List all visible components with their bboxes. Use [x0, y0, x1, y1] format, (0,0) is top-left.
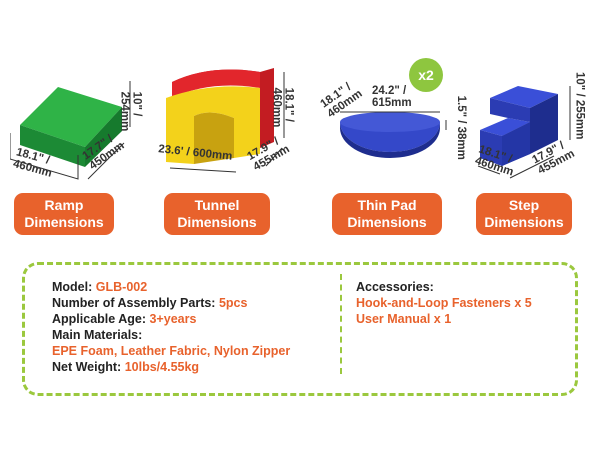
- ramp-height-label: 10" /254mm: [118, 91, 143, 132]
- materials-label: Main Materials:: [52, 328, 143, 342]
- ramp-illustration: [10, 81, 131, 180]
- accessory-item: Hook-and-Loop Fasteners x 5: [356, 296, 532, 310]
- accessories-label: Accessories:: [356, 280, 434, 294]
- parts-row: Number of Assembly Parts: 5pcs: [52, 296, 248, 310]
- tunnel-illustration: [166, 68, 285, 173]
- quantity-badge: x2: [409, 58, 443, 92]
- step-height-label: 10" / 255mm: [573, 72, 586, 140]
- thin-pad-illustration: [340, 111, 447, 158]
- thin-pad-thickness-label: 1.5" / 38mm: [454, 95, 467, 160]
- materials-value: EPE Foam, Leather Fabric, Nylon Zipper: [52, 344, 291, 358]
- tunnel-height-label: 18.1" /460mm: [270, 87, 295, 128]
- thin-pad-diameter-label: 24.2" /615mm: [372, 85, 412, 109]
- step-illustration: [477, 86, 571, 179]
- weight-row: Net Weight: 10lbs/4.55kg: [52, 360, 200, 374]
- specifications-panel: [22, 262, 578, 396]
- specs-divider: [340, 274, 342, 374]
- age-row: Applicable Age: 3+years: [52, 312, 197, 326]
- accessory-item: User Manual x 1: [356, 312, 452, 326]
- model-row: Model: GLB-002: [52, 280, 148, 294]
